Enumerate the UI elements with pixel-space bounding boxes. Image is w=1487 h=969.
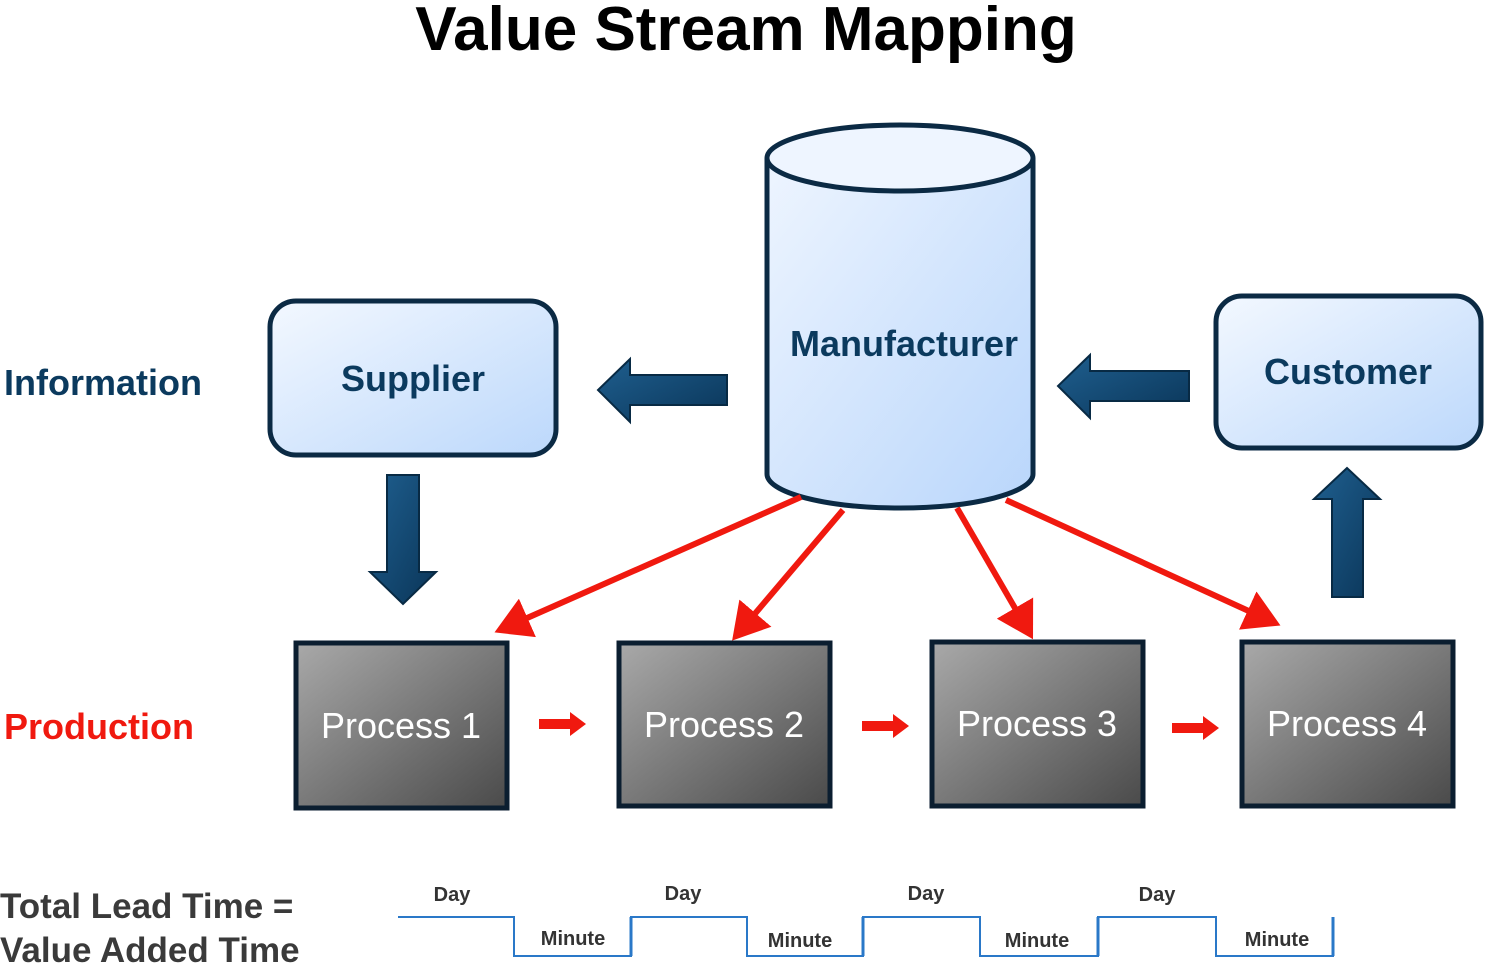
process-3-box: Process 3 xyxy=(929,639,1146,809)
customer-label: Customer xyxy=(1264,351,1432,392)
arrow-manufacturer-to-process4 xyxy=(1004,497,1281,630)
segment-4-minute: Minute xyxy=(1245,929,1309,951)
supplier-node: Supplier xyxy=(267,298,559,458)
arrow-supplier-to-process1 xyxy=(367,474,439,606)
arrow-process3-to-process4 xyxy=(1172,716,1219,740)
segment-2-day: Day xyxy=(665,883,703,905)
process-4-label: Process 4 xyxy=(1267,703,1427,744)
arrow-customer-to-manufacturer xyxy=(1056,352,1190,421)
page-title: Value Stream Mapping xyxy=(415,0,1077,64)
arrow-manufacturer-to-supplier xyxy=(596,356,728,425)
manufacturer-label: Manufacturer xyxy=(790,323,1018,364)
total-lead-time-label: Total Lead Time = xyxy=(0,887,293,926)
value-added-time-label: Value Added Time xyxy=(0,931,300,969)
segment-3-minute: Minute xyxy=(1005,930,1069,952)
customer-node: Customer xyxy=(1213,293,1484,451)
timeline-tick-marks xyxy=(629,917,1335,956)
arrow-process4-to-customer xyxy=(1311,466,1383,598)
supplier-label: Supplier xyxy=(341,358,485,399)
process-1-label: Process 1 xyxy=(321,705,481,746)
arrow-process2-to-process3 xyxy=(862,714,909,738)
segment-1-minute: Minute xyxy=(541,928,605,950)
arrow-process1-to-process2 xyxy=(539,712,586,736)
process-1-box: Process 1 xyxy=(293,640,510,811)
segment-4-day: Day xyxy=(1139,884,1177,906)
process-3-label: Process 3 xyxy=(957,703,1117,744)
production-row-label: Production xyxy=(4,706,194,747)
timeline-step-line xyxy=(398,916,1334,957)
information-row-label: Information xyxy=(4,362,202,403)
manufacturer-node: Manufacturer xyxy=(764,122,1036,511)
process-2-box: Process 2 xyxy=(616,640,833,809)
process-2-label: Process 2 xyxy=(644,704,804,745)
segment-2-minute: Minute xyxy=(768,930,832,952)
segment-1-day: Day xyxy=(434,884,472,906)
process-4-box: Process 4 xyxy=(1239,639,1456,809)
arrow-manufacturer-to-process3 xyxy=(954,506,1034,640)
arrow-manufacturer-to-process1 xyxy=(494,494,803,638)
arrow-manufacturer-to-process2 xyxy=(732,508,846,641)
segment-3-day: Day xyxy=(908,883,946,905)
